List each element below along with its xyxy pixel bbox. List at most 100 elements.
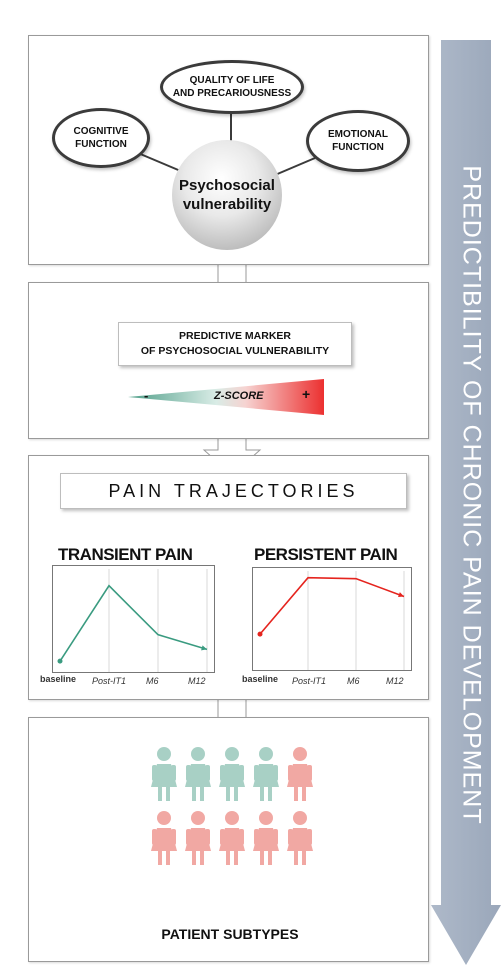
person-head [259, 747, 273, 761]
person-arm-left [186, 829, 191, 845]
person-arm-right [171, 829, 176, 845]
chart-frame [52, 565, 215, 673]
person-arm-right [171, 765, 176, 781]
person-arm-left [220, 829, 225, 845]
person-arm-right [205, 829, 210, 845]
person-body [219, 764, 245, 787]
series-line [59, 584, 208, 662]
person-leg-right [200, 851, 204, 865]
person-icon [151, 811, 177, 865]
person-icon [219, 747, 245, 801]
person-body [287, 764, 313, 787]
p-tick-m12: M12 [386, 676, 404, 686]
start-point [257, 631, 263, 637]
person-head [191, 747, 205, 761]
person-icon [185, 747, 211, 801]
persistent-pain-title: PERSISTENT PAIN [254, 545, 398, 564]
person-leg-right [302, 851, 306, 865]
person-body [185, 764, 211, 787]
transient-pain-title: TRANSIENT PAIN [58, 545, 193, 564]
person-icon [287, 811, 313, 865]
person-arm-left [152, 829, 157, 845]
person-leg-right [268, 851, 272, 865]
person-leg-right [166, 851, 170, 865]
z-score-wedge [128, 379, 324, 415]
emotional-function-node: EMOTIONAL FUNCTION [306, 110, 410, 172]
person-body [151, 828, 177, 851]
persistent-pain-chart [252, 567, 412, 671]
person-arm-left [254, 829, 259, 845]
person-body [253, 764, 279, 787]
person-arm-left [288, 765, 293, 781]
side-arrow-label: PREDICTIBILITY OF CHRONIC PAIN DEVELOPME… [457, 165, 486, 825]
person-body [219, 828, 245, 851]
z-score-label: Z-SCORE [214, 390, 264, 402]
person-leg-right [302, 787, 306, 801]
person-arm-left [186, 765, 191, 781]
person-leg-left [226, 787, 230, 801]
person-head [157, 811, 171, 825]
person-leg-left [260, 851, 264, 865]
person-arm-left [152, 765, 157, 781]
person-head [225, 811, 239, 825]
patient-icons [151, 747, 313, 865]
person-leg-right [234, 787, 238, 801]
pain-trajectories-box: PAIN TRAJECTORIES [60, 473, 407, 509]
person-head [293, 811, 307, 825]
t-tick-m6: M6 [146, 676, 159, 686]
person-head [225, 747, 239, 761]
t-tick-baseline: baseline [40, 674, 77, 684]
p-tick-postit1: Post-IT1 [292, 676, 327, 686]
z-score-plus: + [302, 386, 311, 402]
person-leg-left [158, 787, 162, 801]
end-arrowhead [398, 592, 404, 598]
person-icon [219, 811, 245, 865]
person-head [191, 811, 205, 825]
cognitive-function-node: COGNITIVE FUNCTION [52, 108, 150, 168]
person-leg-left [294, 787, 298, 801]
chart-frame [252, 567, 412, 671]
person-leg-right [268, 787, 272, 801]
person-arm-right [239, 765, 244, 781]
person-head [157, 747, 171, 761]
person-body [185, 828, 211, 851]
person-head [293, 747, 307, 761]
person-icon [151, 747, 177, 801]
person-leg-left [158, 851, 162, 865]
p-tick-baseline: baseline [242, 674, 279, 684]
predictive-marker-box: PREDICTIVE MARKER OF PSYCHOSOCIAL VULNER… [118, 322, 352, 366]
person-leg-left [192, 787, 196, 801]
person-icon [287, 747, 313, 801]
start-point [57, 658, 63, 664]
person-arm-left [220, 765, 225, 781]
t-tick-postit1: Post-IT1 [92, 676, 127, 686]
person-icon [253, 747, 279, 801]
person-arm-right [307, 829, 312, 845]
p-tick-m6: M6 [347, 676, 360, 686]
series-line [259, 576, 405, 635]
person-arm-right [273, 765, 278, 781]
transient-pain-chart [52, 565, 215, 673]
t-tick-m12: M12 [188, 676, 206, 686]
psychosocial-vulnerability-node: Psychosocial vulnerability [172, 140, 282, 250]
person-arm-right [273, 829, 278, 845]
person-arm-left [254, 765, 259, 781]
person-leg-right [234, 851, 238, 865]
person-icon [253, 811, 279, 865]
person-icon [185, 811, 211, 865]
person-body [253, 828, 279, 851]
person-head [259, 811, 273, 825]
end-arrowhead [201, 645, 207, 651]
person-arm-right [307, 765, 312, 781]
person-arm-left [288, 829, 293, 845]
person-leg-left [260, 787, 264, 801]
person-leg-left [192, 851, 196, 865]
person-arm-right [239, 829, 244, 845]
person-arm-right [205, 765, 210, 781]
person-leg-left [226, 851, 230, 865]
quality-of-life-node: QUALITY OF LIFE AND PRECARIOUSNESS [160, 60, 304, 114]
person-leg-right [200, 787, 204, 801]
person-body [151, 764, 177, 787]
person-body [287, 828, 313, 851]
